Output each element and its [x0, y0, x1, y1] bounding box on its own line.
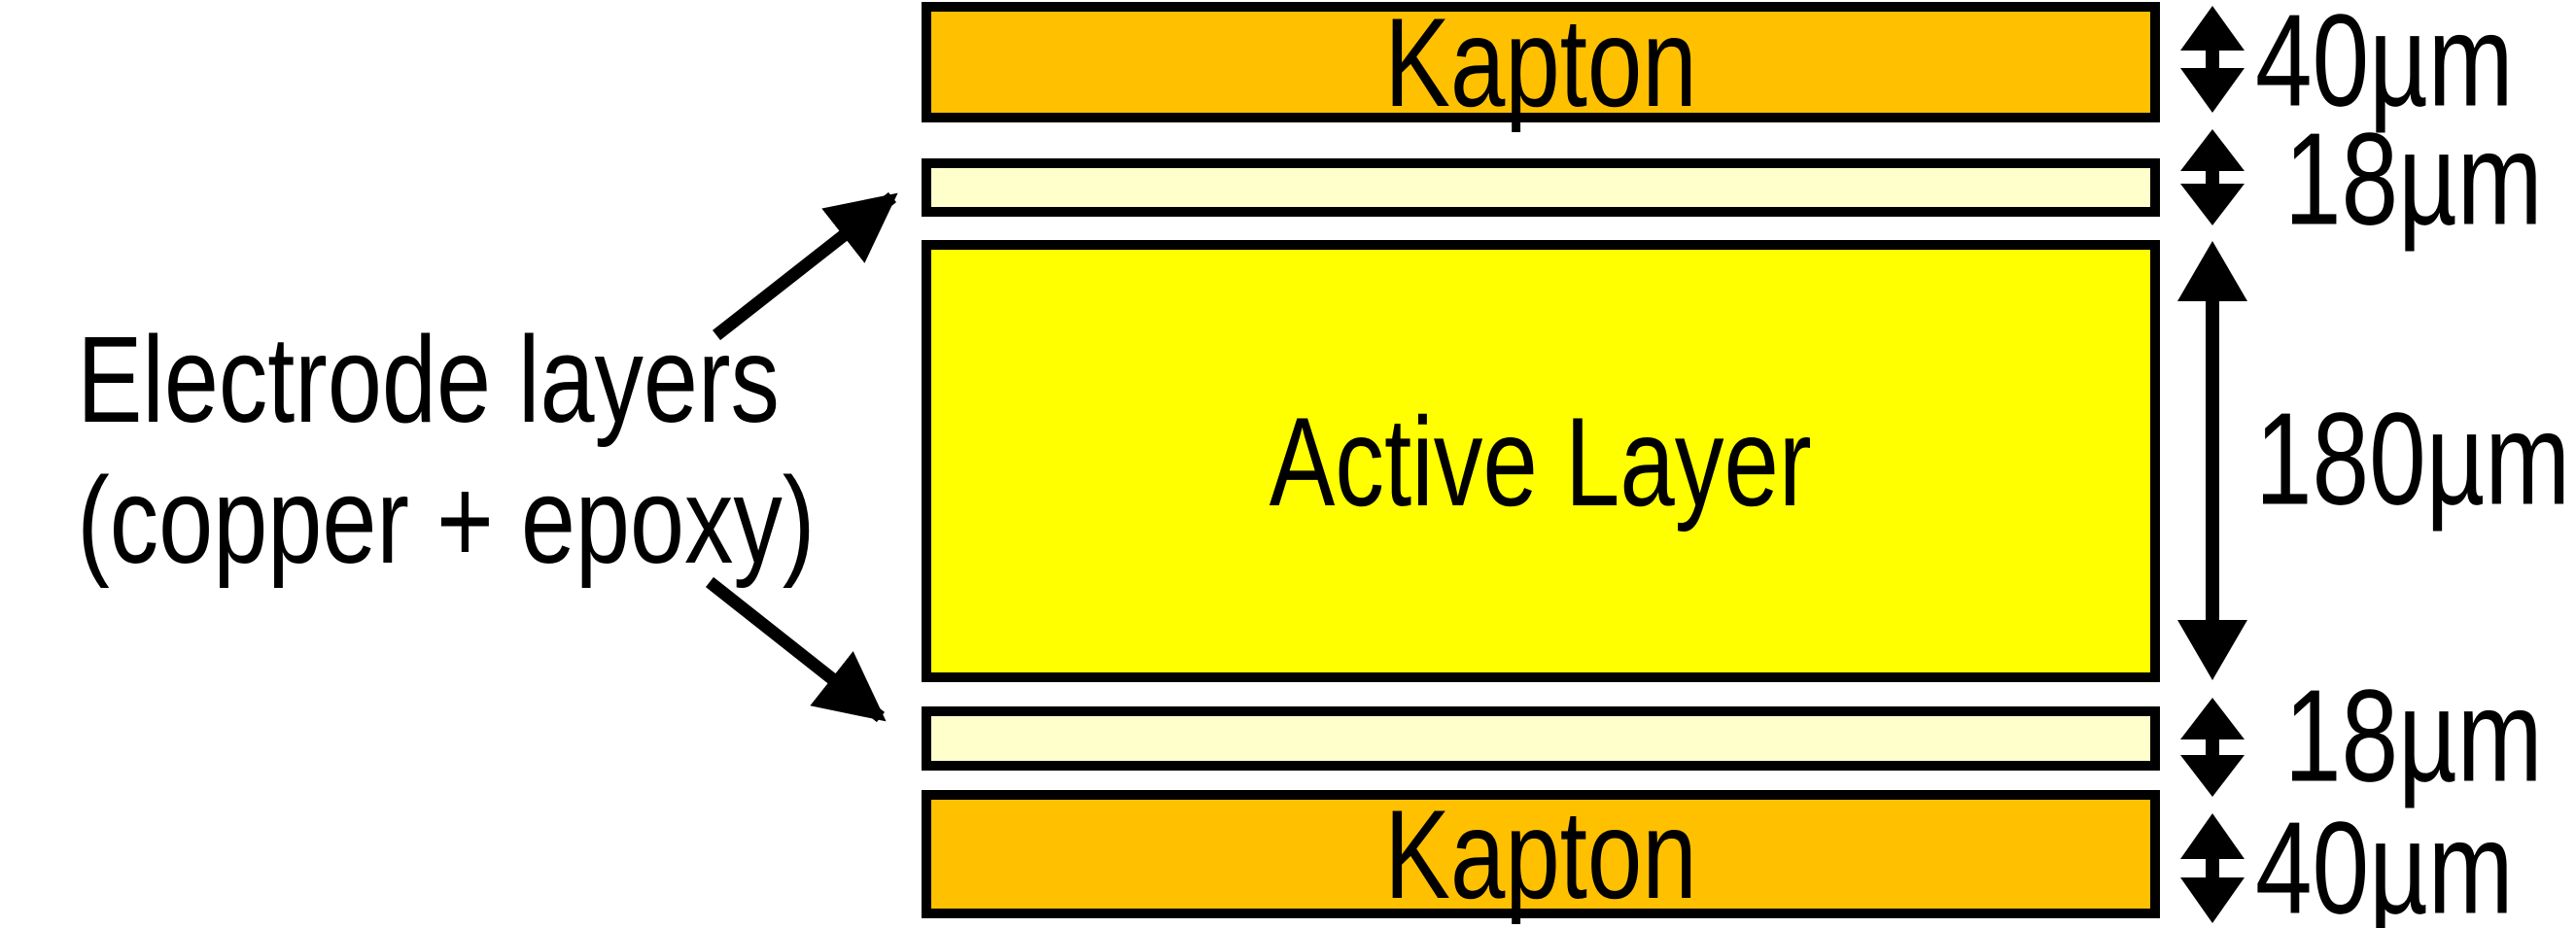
- dim-arrow-kapton-top: [2180, 6, 2245, 113]
- layer-kapton-top-label: Kapton: [1384, 0, 1697, 133]
- dim-arrow-kapton-bottom: [2180, 813, 2245, 923]
- electrode-annotation-line1: Electrode layers: [77, 311, 780, 448]
- dim-label-electrode-bottom: 18µm: [2284, 662, 2543, 809]
- layer-electrode-top: [922, 158, 2160, 217]
- layer-electrode-bottom: [922, 706, 2160, 771]
- dim-label-kapton-bottom: 40µm: [2255, 794, 2514, 928]
- layer-kapton-top: Kapton: [922, 0, 2160, 133]
- electrode-layers-annotation: Electrode layers (copper + epoxy): [77, 309, 816, 591]
- dim-label-active-layer: 180µm: [2255, 385, 2571, 533]
- dim-label-electrode-top: 18µm: [2284, 105, 2543, 253]
- pointer-arrow-bottom-electrode: [705, 576, 887, 723]
- dim-label-kapton-top: 40µm: [2255, 0, 2514, 134]
- dim-arrow-electrode-top: [2180, 129, 2245, 225]
- dim-arrow-active-layer: [2177, 241, 2247, 680]
- layer-kapton-bottom-label: Kapton: [1384, 783, 1697, 925]
- electrode-annotation-line2: (copper + epoxy): [77, 452, 816, 589]
- layer-active: Active Layer: [922, 240, 2160, 682]
- layer-active-label: Active Layer: [1270, 390, 1812, 533]
- layer-kapton-bottom: Kapton: [922, 790, 2160, 918]
- dim-arrow-electrode-bottom: [2180, 698, 2245, 797]
